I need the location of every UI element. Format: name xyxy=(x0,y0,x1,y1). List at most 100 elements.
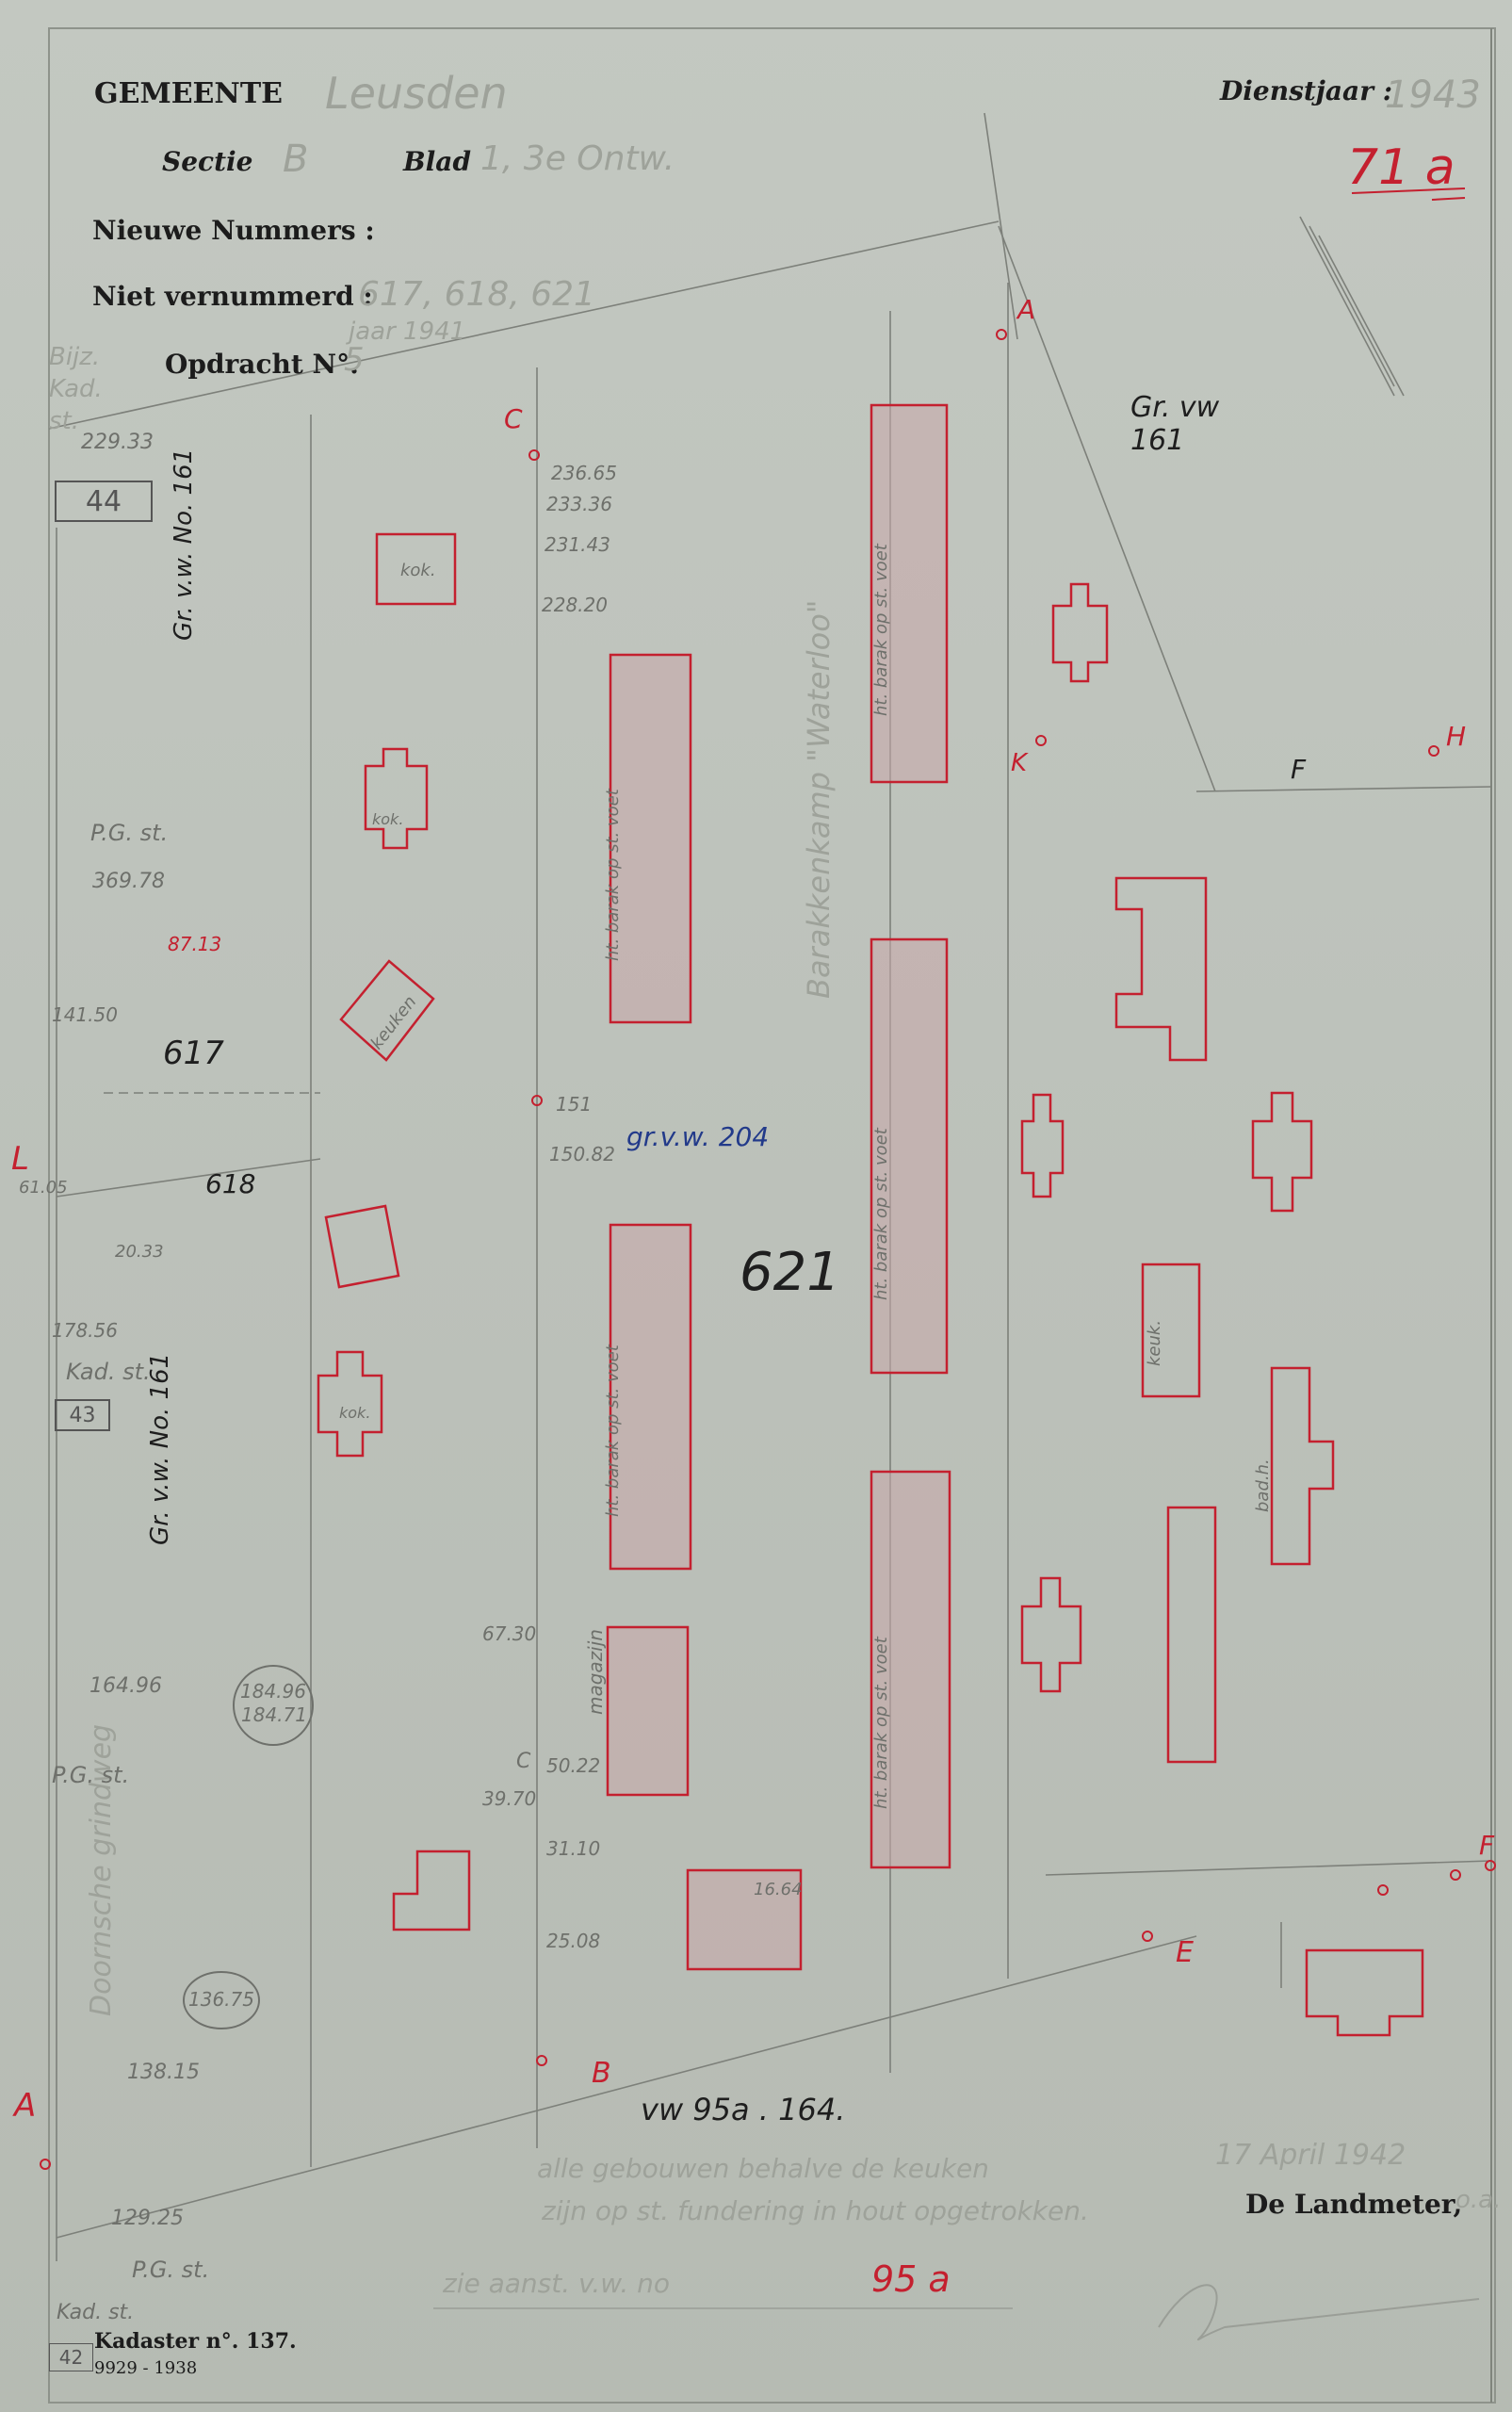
building-barak-2-label: ht. barak op st. voet xyxy=(603,1345,623,1517)
point-b xyxy=(536,2055,547,2066)
building-barak-1-label: ht. barak op st. voet xyxy=(603,789,623,961)
box-43: 43 xyxy=(55,1399,110,1431)
note-line-1: alle gebouwen behalve de keuken xyxy=(537,2153,989,2184)
building-kok-label: kok. xyxy=(400,561,436,580)
value-129: 129.25 xyxy=(111,2207,184,2230)
point-f-top-label: F xyxy=(1291,754,1307,785)
dienstjaar-label: Dienstjaar : xyxy=(1220,75,1393,106)
opdracht-value: 5 xyxy=(344,341,365,379)
building-tall xyxy=(1166,1506,1217,1764)
building-barak-4 xyxy=(870,937,949,1375)
buildings xyxy=(317,403,1424,2037)
point-f-2 xyxy=(1450,1869,1461,1881)
building-barak-2 xyxy=(609,1223,692,1571)
ref-underline-2 xyxy=(1431,197,1466,201)
dienstjaar-value: 1943 xyxy=(1385,73,1481,117)
point-f-bottom-label: F xyxy=(1479,1830,1495,1861)
blad-label: Blad xyxy=(403,146,472,177)
niet-vernummerd-label: Niet vernummerd : xyxy=(92,281,373,312)
value-50: 50.22 xyxy=(546,1754,601,1777)
building-kok3-label: kok. xyxy=(339,1404,371,1422)
nieuwe-nummers-label: Nieuwe Nummers : xyxy=(92,215,375,246)
value-136: 136.75 xyxy=(188,1988,254,2011)
kamp-name: Barakkenkamp "Waterloo" xyxy=(801,599,837,999)
building-badhuis-label: bad.h. xyxy=(1253,1459,1273,1512)
point-c-mid-label: C xyxy=(516,1750,531,1773)
survey-points xyxy=(40,329,1496,2170)
value-228: 228.20 xyxy=(542,594,608,616)
building-small-bottom xyxy=(392,1850,471,1931)
parcel-617: 617 xyxy=(163,1035,224,1072)
survey-line-top xyxy=(48,220,1000,430)
building-kok2-label: kok. xyxy=(372,810,404,828)
value-39: 39.70 xyxy=(482,1787,537,1810)
building-badhuis xyxy=(1270,1366,1335,1566)
pg-st-3: P.G. st. xyxy=(132,2257,210,2283)
point-b-label: B xyxy=(592,2057,611,2090)
point-a-bottom xyxy=(40,2159,51,2170)
value-150: 150.82 xyxy=(549,1143,615,1165)
pg-st-1: P.G. st. xyxy=(90,820,169,846)
grvw-204-label: gr.v.w. 204 xyxy=(626,1121,770,1152)
box-44: 44 xyxy=(55,481,153,522)
value-231: 231.43 xyxy=(545,533,610,556)
value-20: 20.33 xyxy=(115,1242,164,1262)
sheet-border xyxy=(48,27,1496,2404)
blad-value: 1, 3e Ontw. xyxy=(480,139,675,178)
pg-st-2: P.G. st. xyxy=(52,1762,130,1788)
value-229: 229.33 xyxy=(81,431,154,454)
point-f-3 xyxy=(1485,1860,1496,1871)
value-31: 31.10 xyxy=(546,1837,601,1860)
building-bottom-right xyxy=(1305,1948,1424,2037)
building-keuk xyxy=(1141,1263,1201,1398)
bijz-kad-st: Bijz. Kad. st. xyxy=(49,343,103,435)
gemeente-label: GEMEENTE xyxy=(94,77,284,110)
building-magazijn-label: magazijn xyxy=(584,1629,607,1715)
kad-st-1: Kad. st. xyxy=(66,1359,151,1385)
note-line-3-ref: 95 a xyxy=(871,2258,951,2300)
circled-values xyxy=(233,1665,314,1746)
survey-line-l xyxy=(56,1158,321,1198)
point-mid xyxy=(531,1095,543,1106)
building-barak-1 xyxy=(609,653,692,1024)
gemeente-value: Leusden xyxy=(325,68,508,119)
note-line-3: zie aanst. v.w. no xyxy=(443,2268,671,2299)
building-cross-2 xyxy=(317,1350,383,1458)
building-keuk-label: keuk. xyxy=(1145,1319,1164,1366)
survey-line-hatch-2 xyxy=(1309,225,1395,387)
building-barak-4-label: ht. barak op st. voet xyxy=(871,1128,891,1300)
building-value-label: 16.64 xyxy=(754,1880,803,1899)
value-233: 233.36 xyxy=(546,493,612,515)
point-h-label: H xyxy=(1446,721,1467,752)
building-barak-5-label: ht. barak op st. voet xyxy=(871,1637,891,1809)
print-code: 9929 - 1938 xyxy=(94,2358,198,2378)
point-a-top xyxy=(996,329,1007,340)
building-bottom-square xyxy=(686,1868,803,1971)
building-cross-4 xyxy=(1020,1093,1065,1198)
sectie-value: B xyxy=(283,138,309,181)
survey-line-hatch-3 xyxy=(1318,235,1405,397)
building-cross-3 xyxy=(1051,582,1109,683)
value-184-b: 184.71 xyxy=(241,1703,307,1726)
kadaster-number: Kadaster n°. 137. xyxy=(94,2329,297,2354)
survey-lines xyxy=(48,112,1492,2261)
box-42: 42 xyxy=(49,2343,93,2371)
value-164: 164.96 xyxy=(89,1674,162,1698)
building-cross-5 xyxy=(1251,1091,1313,1213)
building-l-shape xyxy=(1114,876,1208,1062)
survey-line-f xyxy=(1195,786,1492,792)
landmeter-suffix: o.a. xyxy=(1455,2186,1502,2214)
point-f-1 xyxy=(1377,1884,1389,1896)
value-178: 178.56 xyxy=(52,1319,118,1342)
parcel-618: 618 xyxy=(205,1168,256,1199)
building-square-2 xyxy=(324,1204,400,1289)
building-barak-3 xyxy=(870,403,949,784)
point-e-label: E xyxy=(1176,1936,1194,1969)
building-barak-3-label: ht. barak op st. voet xyxy=(871,544,891,716)
point-e xyxy=(1142,1931,1153,1942)
building-cross-1 xyxy=(364,747,429,850)
value-236: 236.65 xyxy=(551,462,617,484)
point-a-bottom-label: A xyxy=(14,2087,37,2125)
survey-line-e xyxy=(1045,1860,1492,1876)
survey-line-north xyxy=(984,112,1018,340)
